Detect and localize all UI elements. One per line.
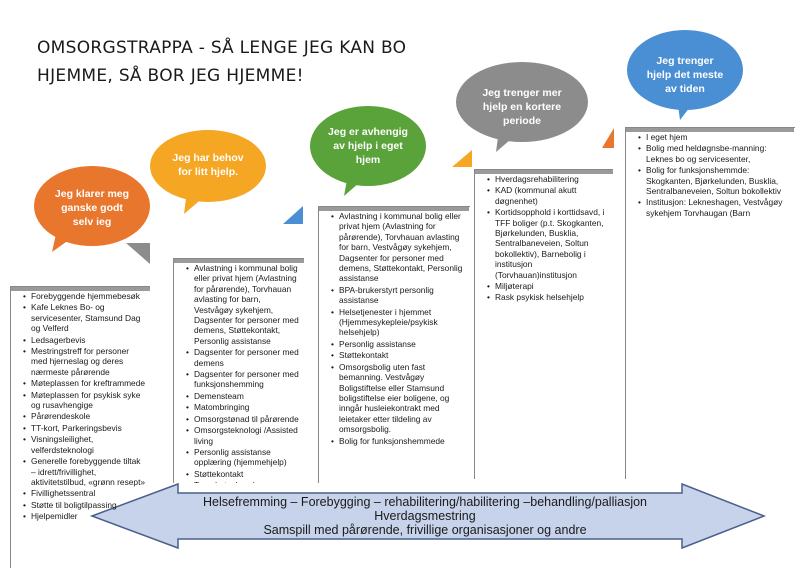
step-triangle-gray: [126, 243, 150, 264]
bubble-gray: [456, 62, 588, 152]
bubble-blue: [627, 30, 743, 120]
step-triangle-orange: [602, 128, 614, 148]
list-item: Hjelpemidler: [23, 511, 146, 522]
list-item: Dagsenter for personer med demens: [186, 347, 300, 368]
step-column-3: Avlastning i kommunal bolig eller privat…: [318, 206, 470, 483]
list-item: Pårørendeskole: [23, 411, 146, 422]
list-item: Helsetjenester i hjemmet (Hjemmesykeplei…: [331, 307, 466, 338]
list-item: Rask psykisk helsehjelp: [487, 292, 609, 303]
step-list-2: Avlastning i kommunal bolig eller privat…: [186, 263, 300, 483]
list-item: Kortidsopphold i korttidsavd, i TFF boli…: [487, 207, 609, 280]
bubble-yellow: [150, 130, 266, 214]
step-column-2: Avlastning i kommunal bolig eller privat…: [173, 258, 304, 483]
list-item: BPA-brukerstyrt personlig assistanse: [331, 285, 466, 306]
list-item: Hverdagsrehabilitering: [487, 174, 609, 185]
title-line-1: OMSORGSTRAPPA - SÅ LENGE JEG KAN BO: [37, 38, 407, 58]
bubble-green: [310, 106, 426, 196]
step-bar-4: [475, 169, 613, 174]
list-item: Støttekontakt: [186, 469, 300, 480]
list-item: Møteplassen for psykisk syke og rusavhen…: [23, 390, 146, 411]
list-item: TT-kort, Parkeringsbevis: [23, 423, 146, 434]
arrow-line-2: Hverdagsmestring: [374, 509, 476, 523]
bubble-yellow-shape: [150, 130, 266, 202]
bubble-text-3: Jeg er avhengig av hjelp i eget hjem: [328, 126, 408, 166]
step-triangle-yellow: [452, 150, 472, 167]
list-item: Omsorgstønad til pårørende: [186, 414, 300, 425]
arrow-line-1: Helsefremming – Forebygging – rehabilite…: [202, 495, 648, 509]
list-item: KAD (kommunal akutt døgnenhet): [487, 185, 609, 206]
list-item: Matombringing: [186, 402, 300, 413]
title-line-2: HJEMME, SÅ BOR JEG HJEMME!: [37, 66, 304, 86]
list-item: Visningsleilighet, velferdsteknologi: [23, 434, 146, 455]
list-item: Kafe Leknes Bo- og servicesenter, Stamsu…: [23, 302, 146, 333]
step-bar-5: [626, 127, 794, 132]
step-column-4: HverdagsrehabiliteringKAD (kommunal akut…: [474, 169, 613, 479]
list-item: Institusjon: Lekneshagen, Vestvågøy syke…: [638, 197, 791, 218]
list-item: Ledsagerbevis: [23, 335, 146, 346]
list-item: I eget hjem: [638, 132, 791, 143]
list-item: Bolig for funksjonshemmde: Skogkanten, B…: [638, 165, 791, 196]
step-bar-2: [174, 258, 304, 263]
page-title: OMSORGSTRAPPA - SÅ LENGE JEG KAN BO HJEM…: [37, 34, 457, 90]
step-column-1: Forebyggende hjemmebesøkKafe Leknes Bo- …: [10, 286, 150, 568]
list-item: Avlastning i kommunal bolig eller privat…: [186, 263, 300, 346]
step-column-5: I eget hjemBolig med heldøgnsbe-manning:…: [625, 127, 795, 479]
list-item: Omsorgsbolig uten fast bemanning. Vestvå…: [331, 362, 466, 435]
bubble-text-5: Jeg trenger hjelp det meste av tiden: [646, 55, 724, 95]
step-bar-3: [319, 206, 469, 211]
list-item: Omsorgsteknologi /Assisted living: [186, 425, 300, 446]
step-triangle-blue: [283, 206, 303, 224]
arrow-line-3: Samspill med pårørende, frivillige organ…: [263, 523, 587, 537]
list-item: Bolig med heldøgnsbe-manning: Leknes bo …: [638, 143, 791, 164]
list-item: Trygghetsalarm/ Trygghetspakke: [186, 480, 300, 483]
list-item: Miljøterapi: [487, 281, 609, 292]
list-item: Demensteam: [186, 391, 300, 402]
bubble-orange-shape: [34, 166, 150, 246]
step-bar-1: [10, 286, 150, 291]
list-item: Bolig for funksjonshemmede: [331, 436, 466, 447]
list-item: Avlastning i kommunal bolig eller privat…: [331, 211, 466, 284]
bubble-green-shape: [310, 106, 426, 186]
list-item: Forebyggende hjemmebesøk: [23, 291, 146, 302]
bubble-orange: [34, 166, 150, 252]
list-item: Møteplassen for kreftrammede: [23, 378, 146, 389]
bubble-text-4: Jeg trenger mer hjelp en kortere periode: [482, 87, 562, 127]
bubble-text-2: Jeg har behov for litt hjelp.: [172, 152, 244, 178]
list-item: Generelle forebyggende tiltak – idrett/f…: [23, 456, 146, 487]
list-item: Personlig assistanse: [331, 339, 466, 350]
list-item: Personlig assistanse opplæring (hjemmehj…: [186, 447, 300, 468]
arrow-caption: Helsefremming – Forebygging – rehabilite…: [175, 495, 675, 537]
bubble-text-1: Jeg klarer meg ganske godt selv ieg: [54, 188, 130, 228]
step-list-1: Forebyggende hjemmebesøkKafe Leknes Bo- …: [23, 291, 146, 522]
step-list-4: HverdagsrehabiliteringKAD (kommunal akut…: [487, 174, 609, 303]
list-item: Fivillighetssentral: [23, 488, 146, 499]
list-item: Støtte til boligtilpassing: [23, 500, 146, 511]
step-list-3: Avlastning i kommunal bolig eller privat…: [331, 211, 466, 446]
list-item: Mestringstreff for personer med hjernesl…: [23, 346, 146, 377]
bubble-gray-shape: [456, 62, 588, 142]
double-arrow: [89, 482, 767, 550]
step-list-5: I eget hjemBolig med heldøgnsbe-manning:…: [638, 132, 791, 218]
bubble-blue-shape: [627, 30, 743, 110]
list-item: Støttekontakt: [331, 350, 466, 361]
list-item: Dagsenter for personer med funksjonshemm…: [186, 369, 300, 390]
